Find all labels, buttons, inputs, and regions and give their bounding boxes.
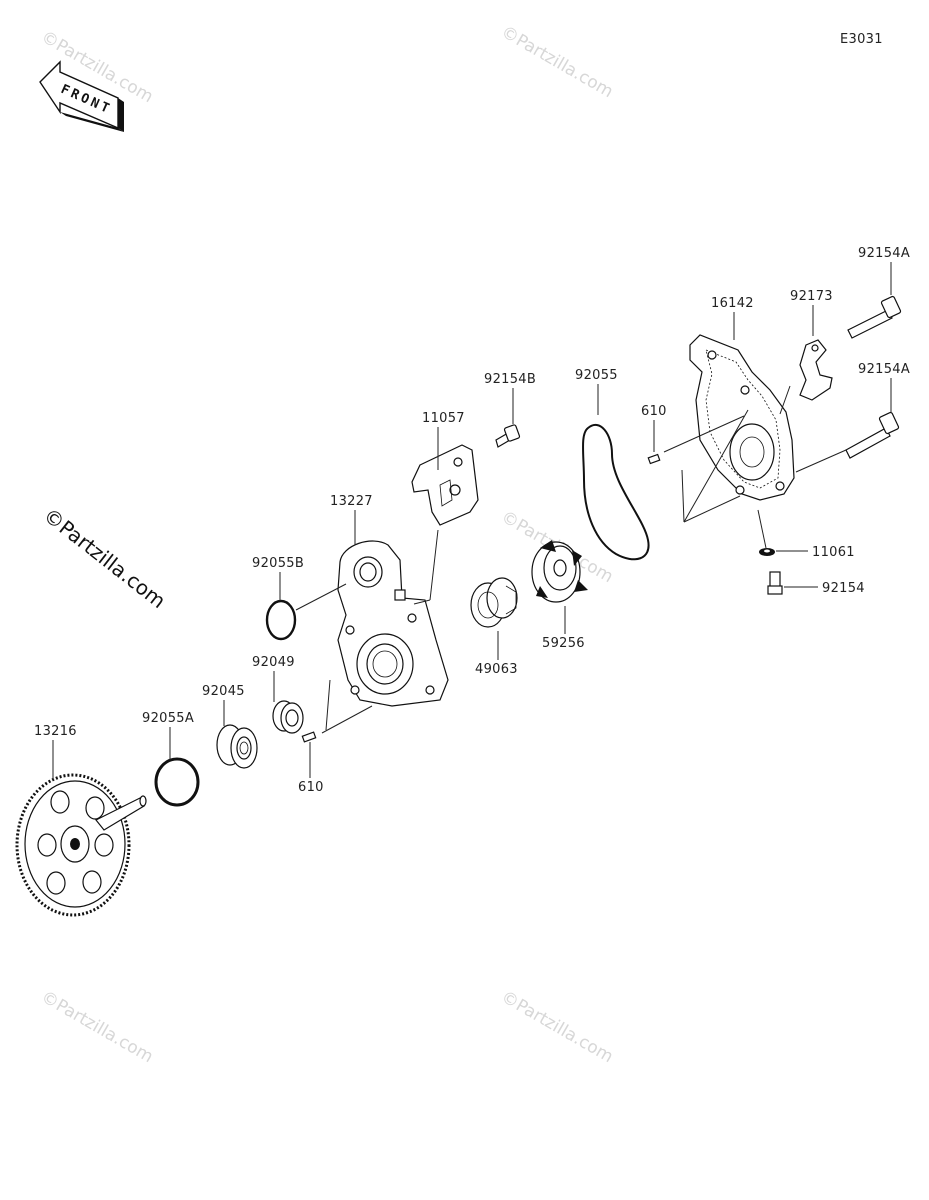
- watermark-2: ©Partzilla.com: [498, 22, 617, 102]
- watermark-4: ©Partzilla.com: [38, 987, 157, 1067]
- label-92055: 92055: [575, 368, 618, 383]
- watermark-bold: ©Partzilla.com: [39, 503, 170, 613]
- label-92045: 92045: [202, 684, 245, 699]
- label-92154a-top: 92154A: [858, 246, 910, 261]
- cover-16142-icon: [689, 334, 795, 501]
- bolt-92154b-icon: [495, 424, 521, 448]
- diagram-code: E3031: [840, 32, 883, 47]
- seal-92049-icon: [272, 700, 304, 734]
- watermark-5: ©Partzilla.com: [498, 987, 617, 1067]
- label-13216: 13216: [34, 724, 77, 739]
- impeller-59256-icon: [531, 540, 588, 603]
- label-610-upper: 610: [641, 404, 667, 419]
- bracket-11057-icon: [411, 444, 479, 526]
- bolt-92154-icon: [767, 571, 783, 595]
- gear-13216-icon: [15, 773, 147, 917]
- part-labels: 13216 92055A 92045 92049 610 92055B 1322…: [34, 246, 910, 795]
- washer-11061-icon: [759, 548, 775, 556]
- label-92055a: 92055A: [142, 711, 194, 726]
- pump-body-13227-icon: [337, 540, 449, 707]
- clamp-92173-icon: [799, 339, 833, 401]
- label-11057: 11057: [422, 411, 465, 426]
- label-11061: 11061: [812, 545, 855, 560]
- label-92055b: 92055B: [252, 556, 304, 571]
- label-59256: 59256: [542, 636, 585, 651]
- label-92173: 92173: [790, 289, 833, 304]
- watermarks: ©Partzilla.com ©Partzilla.com ©Partzilla…: [38, 22, 617, 1067]
- bearing-92045-icon: [216, 724, 258, 769]
- gasket-92055-icon: [582, 424, 650, 561]
- label-92049: 92049: [252, 655, 295, 670]
- seal-49063-icon: [470, 577, 518, 628]
- pin-610-upper-icon: [647, 453, 661, 465]
- pin-610-lower-icon: [301, 731, 317, 743]
- label-610-lower: 610: [298, 780, 324, 795]
- label-92154a-mid: 92154A: [858, 362, 910, 377]
- label-13227: 13227: [330, 494, 373, 509]
- label-49063: 49063: [475, 662, 518, 677]
- o-ring-92055a-icon: [154, 757, 200, 807]
- label-16142: 16142: [711, 296, 754, 311]
- o-ring-92055b-icon: [265, 599, 297, 641]
- leader-lines: [52, 262, 892, 780]
- label-92154: 92154: [822, 581, 865, 596]
- label-92154b: 92154B: [484, 372, 536, 387]
- bolt-92154a-mid-icon: [845, 411, 900, 459]
- bolt-92154a-top-icon: [847, 295, 902, 339]
